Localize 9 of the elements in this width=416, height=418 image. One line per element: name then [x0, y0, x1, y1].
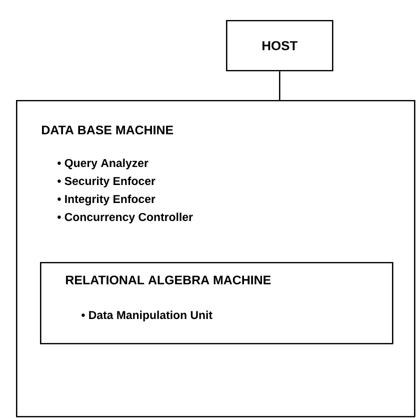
bullet-item: • Integrity Enfocer: [58, 194, 156, 206]
bullet-item: • Concurrency Controller: [58, 212, 193, 224]
bullet-item: • Data Manipulation Unit: [82, 310, 212, 322]
box-heading: RELATIONAL ALGEBRA MACHINE: [66, 276, 271, 284]
bullet-item: • Query Analyzer: [58, 158, 148, 170]
bullet-item: • Security Enfocer: [58, 176, 156, 188]
box-heading: DATA BASE MACHINE: [42, 126, 174, 134]
connector-line: [279, 71, 280, 100]
host-box: HOST: [226, 20, 334, 72]
